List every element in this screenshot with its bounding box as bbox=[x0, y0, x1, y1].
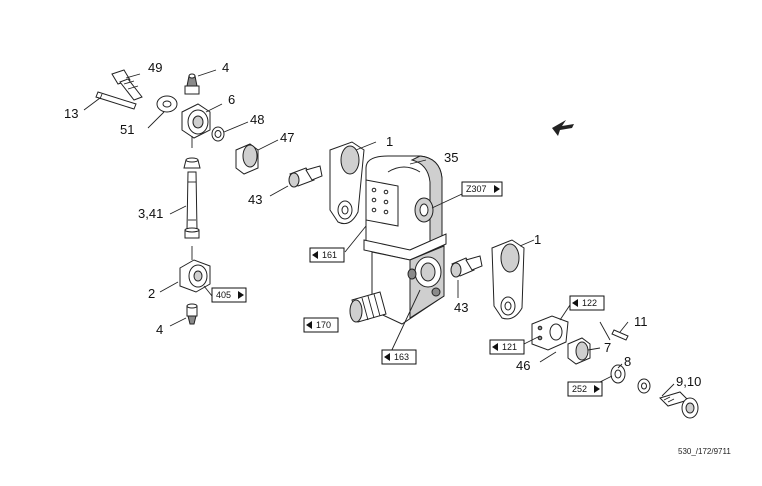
block-46 bbox=[531, 315, 569, 351]
ball-socket-2 bbox=[179, 246, 211, 293]
direction-arrow-icon bbox=[552, 120, 574, 136]
label-49: 49 bbox=[148, 60, 162, 75]
bush-47 bbox=[235, 143, 259, 175]
bolt-43-upper bbox=[288, 165, 323, 188]
svg-text:Z307: Z307 bbox=[466, 184, 487, 194]
ring-48 bbox=[211, 126, 225, 142]
label-51: 51 bbox=[120, 122, 134, 137]
ref-box-121[interactable]: 121 bbox=[489, 339, 525, 355]
svg-text:170: 170 bbox=[316, 320, 331, 330]
ball-socket-6 bbox=[181, 103, 211, 148]
washer-51 bbox=[156, 95, 178, 113]
svg-text:163: 163 bbox=[394, 352, 409, 362]
label-11: 11 bbox=[634, 314, 648, 329]
label-1-upper: 1 bbox=[386, 134, 393, 149]
label-7: 7 bbox=[604, 340, 611, 355]
label-4-top: 4 bbox=[222, 60, 229, 75]
nut-top bbox=[183, 157, 201, 169]
lever-1-upper bbox=[329, 141, 365, 225]
rod-3-41 bbox=[186, 171, 198, 231]
ref-box-163[interactable]: 163 bbox=[381, 349, 417, 365]
label-9-10: 9,10 bbox=[676, 374, 701, 389]
grease-nipple-4-bottom bbox=[186, 303, 198, 325]
ref-box-405[interactable]: 405 bbox=[211, 287, 247, 303]
svg-text:405: 405 bbox=[216, 290, 231, 300]
screw-9-10 bbox=[659, 391, 699, 419]
ref-box-122[interactable]: 122 bbox=[569, 295, 605, 311]
label-48: 48 bbox=[250, 112, 264, 127]
ref-box-161[interactable]: 161 bbox=[309, 247, 345, 263]
label-1-lower: 1 bbox=[534, 232, 541, 247]
label-2: 2 bbox=[148, 286, 155, 301]
gearbox-35 bbox=[349, 155, 447, 325]
pin-13 bbox=[95, 91, 137, 110]
bush-7 bbox=[567, 337, 591, 365]
label-43-lower: 43 bbox=[454, 300, 468, 315]
nut-bottom bbox=[184, 227, 200, 239]
label-46: 46 bbox=[516, 358, 530, 373]
label-8: 8 bbox=[624, 354, 631, 369]
label-4-bottom: 4 bbox=[156, 322, 163, 337]
part-labels: 49 4 13 6 51 48 47 1 35 43 3,41 2 4 1 43… bbox=[64, 60, 701, 389]
drawing-code: 530_/172/9711 bbox=[678, 447, 731, 456]
bolt-49 bbox=[111, 69, 143, 101]
label-35: 35 bbox=[444, 150, 458, 165]
bolt-43-lower bbox=[450, 255, 483, 278]
ref-box-252[interactable]: 252 bbox=[567, 381, 603, 397]
svg-text:121: 121 bbox=[502, 342, 517, 352]
ref-box-z307[interactable]: Z307 bbox=[461, 181, 503, 197]
spring-washer bbox=[637, 378, 651, 394]
washer-8 bbox=[610, 364, 626, 384]
label-47: 47 bbox=[280, 130, 294, 145]
label-43-upper: 43 bbox=[248, 192, 262, 207]
ref-box-170[interactable]: 170 bbox=[303, 317, 339, 333]
lever-1-lower bbox=[491, 239, 525, 320]
label-6: 6 bbox=[228, 92, 235, 107]
svg-text:122: 122 bbox=[582, 298, 597, 308]
label-3-41: 3,41 bbox=[138, 206, 163, 221]
grease-nipple-4-top bbox=[184, 73, 200, 95]
label-13: 13 bbox=[64, 106, 78, 121]
svg-text:252: 252 bbox=[572, 384, 587, 394]
svg-text:161: 161 bbox=[322, 250, 337, 260]
pin-11 bbox=[599, 321, 629, 341]
